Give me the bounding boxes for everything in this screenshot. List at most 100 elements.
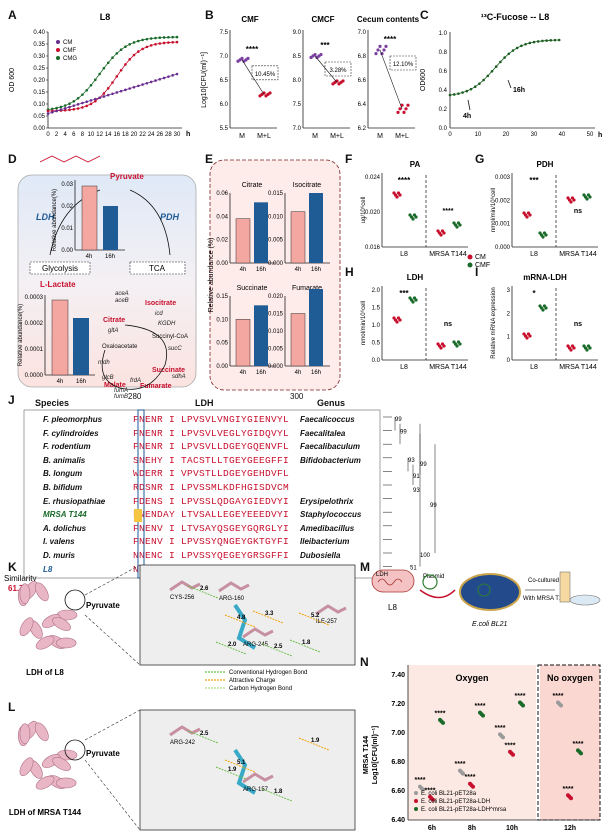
svg-text:****: ****: [553, 693, 564, 700]
bond-legend: Attractive Charge: [229, 678, 276, 684]
a-xtick: 20: [131, 132, 138, 138]
d-tca-label: glcB: [102, 375, 114, 381]
svg-text:****: ****: [515, 693, 526, 700]
svg-text:4h: 4h: [240, 267, 247, 273]
b-sig: ****: [384, 35, 397, 44]
b-ytick: 7.0: [358, 30, 367, 36]
e-ytick: 0.020: [268, 294, 284, 300]
panel-n-coculture: Oxygen No oxygen MRSA T144 Log10[CFU(ml)…: [363, 664, 601, 832]
b-ytick: 6.4: [358, 102, 367, 108]
svg-text:0.001: 0.001: [495, 222, 511, 228]
a-ytick: 0.00: [33, 126, 45, 132]
panel-a-title: L8: [100, 12, 111, 22]
svg-text:MRSA T144: MRSA T144: [429, 251, 467, 258]
distance-label: 1.9: [228, 767, 237, 773]
svg-text:4h: 4h: [295, 370, 302, 376]
panel-label-j: J: [8, 393, 15, 407]
svg-text:0.002: 0.002: [495, 198, 511, 204]
panel-c-title: ¹³C-Fucose -- L8: [481, 12, 550, 22]
oxygen-label: Oxygen: [455, 673, 488, 683]
distance-label: 2.0: [228, 642, 237, 648]
c-ytick: 0.0: [439, 126, 448, 132]
svg-text:0.000: 0.000: [495, 245, 511, 251]
docking-caption: LDH of L8: [26, 668, 64, 677]
svg-text:****: ****: [475, 703, 486, 710]
bond-legend: Conventional Hydrogen Bond: [229, 670, 307, 676]
svg-text:16h: 16h: [256, 267, 266, 273]
a-ytick: 0.15: [33, 90, 45, 96]
panel-label-b: B: [205, 8, 214, 22]
b-m-point: [384, 44, 388, 49]
n-xtick: 6h: [428, 825, 436, 832]
cm-line: [47, 73, 178, 114]
panel-c-ylabel: OD600: [420, 69, 427, 91]
plasmid-label: Plasmid: [423, 574, 444, 580]
svg-text:0.020: 0.020: [365, 210, 381, 216]
a-xtick: 22: [139, 132, 146, 138]
ldh-header: LDH: [195, 398, 214, 408]
distance-label: 5.1: [237, 760, 246, 766]
svg-text:****: ****: [398, 176, 411, 185]
species-name: D. muris: [43, 551, 76, 560]
a-xtick: 16: [113, 132, 120, 138]
residue-label: ARG-245: [243, 642, 269, 648]
panel-c-fucose-curve: ¹³C-Fucose -- L8 OD600 h 0.00.20.40.60.8…: [420, 12, 602, 139]
b-ytick: 7.5: [220, 30, 229, 36]
d-py-tick: 0.01: [61, 226, 73, 232]
b-sig: ****: [246, 45, 259, 54]
d-tca-label: icd: [155, 311, 163, 317]
svg-text:Relative abundance(%): Relative abundance(%): [18, 304, 24, 366]
distance-label: 1.8: [302, 640, 311, 646]
n-point: [559, 703, 563, 708]
legend-cmf: CMF: [475, 262, 490, 269]
svg-text:ns: ns: [574, 208, 582, 215]
genus-name: Faecalibaculum: [300, 442, 361, 452]
svg-text:4h: 4h: [295, 267, 302, 273]
cmf-line: [47, 41, 178, 112]
a-xtick: 24: [148, 132, 155, 138]
e-sub-title: Succinate: [237, 285, 268, 292]
n-legend: E. coli BL21-pET28a-LDH: [421, 799, 490, 805]
panel-label-i: I: [475, 265, 479, 279]
b-ytick: 7.0: [293, 126, 302, 132]
svg-text:0.003: 0.003: [495, 175, 511, 181]
n-xtick: 12h: [564, 825, 576, 832]
svg-text:Relative abundance(%): Relative abundance(%): [52, 189, 58, 251]
a-legend-cmf: CMF: [63, 48, 76, 54]
e-4h-bar: [290, 313, 306, 367]
b-ytick: 8.0: [293, 78, 302, 84]
a-legend-cmg: CMG: [63, 56, 77, 62]
panel-e-abundance: Relative abundance (%) Citrate0.000.020.…: [208, 159, 341, 391]
svg-text:4h: 4h: [240, 370, 247, 376]
species-name: B. longum: [43, 469, 83, 479]
panel-h-ylabel: nmol/min/10⁶cell: [360, 301, 367, 345]
l8-label: L8: [388, 603, 397, 612]
b-ml-point: [268, 91, 272, 95]
svg-text:1: 1: [507, 335, 511, 341]
species-name: E. rhusiopathiae: [43, 496, 106, 506]
b-ytick: 8.5: [293, 54, 302, 60]
e-ytick: 0.005: [268, 347, 284, 353]
c-xtick: 0: [448, 132, 452, 138]
species-name: F. cylindroides: [43, 428, 99, 438]
d-py-tick: 0.00: [61, 248, 73, 254]
e-ytick: 0.04: [216, 214, 228, 220]
position-300: 300: [290, 392, 304, 401]
bootstrap-value: 91: [413, 474, 420, 480]
d-la-tick: 0.0001: [25, 347, 44, 353]
n-ytick: 7.20: [391, 701, 405, 708]
b-ml-point: [406, 103, 410, 107]
svg-text:1.0: 1.0: [372, 323, 381, 329]
e-ytick: 0.015: [268, 191, 284, 197]
b-ytick: 6.2: [358, 126, 367, 132]
e-4h-bar: [235, 218, 251, 264]
n-point: [461, 771, 465, 776]
d-tca-label: Citrate: [103, 317, 125, 324]
d-la-16h-bar: [73, 318, 89, 375]
lactate-label: L-Lactate: [40, 280, 76, 289]
b-ytick: 7.0: [220, 54, 229, 60]
species-name: A. dolichus: [43, 523, 87, 533]
b-m-point: [313, 52, 317, 57]
sequence: FNENR I LPVSVLVEGLYGIDQVYL: [133, 427, 290, 439]
